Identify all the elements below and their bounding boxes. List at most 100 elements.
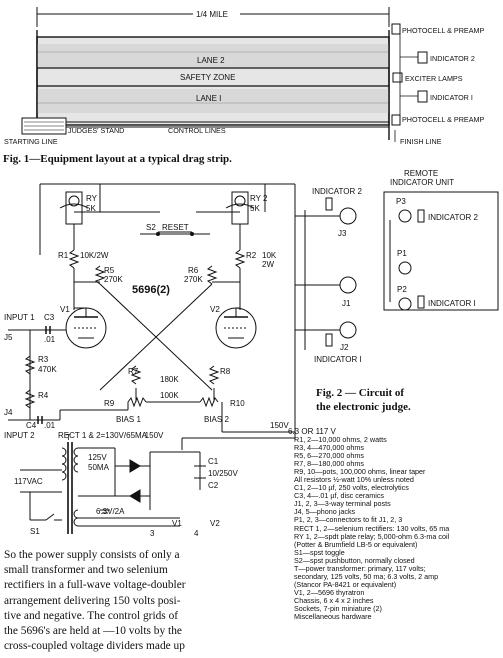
input-1-label: INPUT 1 — [4, 313, 35, 322]
pin-4-label: 4 — [194, 529, 199, 538]
judges-stand-label: JUDGES' STAND — [68, 126, 124, 135]
parts-list-item: R1, 2—10,000 ohms, 2 watts — [294, 436, 387, 444]
s2-label: S2 — [146, 223, 156, 232]
reset-label: RESET — [162, 223, 189, 232]
v1-label: V1 — [60, 305, 70, 314]
figure-2-caption-line-2: the electronic judge. — [316, 401, 411, 413]
parts-list-item: Miscellaneous hardware — [294, 613, 372, 622]
s1-label: S1 — [30, 527, 40, 536]
r8-label: R8 — [220, 367, 231, 376]
indicator-1-label: INDICATOR I — [430, 93, 473, 102]
parts-list-item: J4, 5—phono jacks — [294, 508, 356, 517]
exciter-lamps-label: EXCITER LAMPS — [405, 74, 463, 83]
parts-list-item: R7, 8—180,000 ohms — [294, 460, 364, 469]
heater-v2-label: V2 — [210, 519, 220, 528]
bias-1-label: BIAS 1 — [116, 415, 141, 424]
j4-label: J4 — [4, 408, 13, 417]
plus-150-label: 150V — [270, 421, 289, 430]
parts-list-item: All resistors ½-watt 10% unless noted — [294, 476, 414, 485]
relay-2-value: 5K — [250, 204, 260, 213]
c-value: 10/250V — [208, 469, 238, 478]
starting-line-label: STARTING LINE — [4, 137, 58, 146]
body-text-line: tive and negative. The control grids of — [4, 609, 179, 622]
relay-2-label: RY 2 — [250, 194, 268, 203]
r2-value: 10K — [262, 251, 277, 260]
parts-list-item: J1, 2, 3—3-way terminal posts — [294, 500, 391, 509]
parts-list-item: P1, 2, 3—connectors to fit J1, 2, 3 — [294, 516, 403, 525]
bias-2-label: BIAS 2 — [204, 415, 229, 424]
figure-1-caption: Fig. 1—Equipment layout at a typical dra… — [3, 153, 232, 165]
tube-type-label: 5696(2) — [132, 284, 170, 296]
lane-1-label: LANE I — [196, 94, 221, 103]
supply-label: 6.3 OR 117 V — [288, 427, 337, 436]
r1-label: R1 — [58, 251, 69, 260]
c1-label: C1 — [208, 457, 219, 466]
parts-list-item: secondary, 125 volts, 50 ma; 6.3 volts, … — [294, 572, 439, 581]
relay-1-label: RY I — [86, 194, 101, 203]
secondary-6v-label: 6.3V/2A — [96, 507, 125, 516]
r5-value: 270K — [104, 275, 123, 284]
remote-indicator-1-label: INDICATOR I — [428, 299, 476, 308]
j3-label: J3 — [338, 229, 347, 238]
p1-label: P1 — [397, 249, 407, 258]
input-2-label: INPUT 2 — [4, 431, 35, 440]
r1-value: 10K/2W — [80, 251, 109, 260]
photocell-bottom-label: PHOTOCELL & PREAMP — [402, 115, 484, 124]
ac-label: 117VAC — [14, 477, 43, 486]
p2-label: P2 — [397, 285, 407, 294]
parts-list-item: Sockets, 7-pin miniature (2) — [294, 604, 382, 613]
control-lines-label: CONTROL LINES — [168, 126, 226, 135]
secondary-125v-label: 125V — [88, 453, 107, 462]
body-text-line: arrangement delivering 150 volts posi- — [4, 594, 181, 607]
c4-value: .01 — [44, 421, 56, 430]
parts-list-item: C3, 4—.01 µf, disc ceramics — [294, 492, 385, 501]
j5-label: J5 — [4, 333, 13, 342]
r6-value: 270K — [184, 275, 203, 284]
photocell-top-label: PHOTOCELL & PREAMP — [402, 26, 484, 35]
c3-value: .01 — [44, 335, 56, 344]
body-text-line: cross-coupled voltage dividers made up — [4, 640, 185, 653]
parts-list-item: C1, 2—10 µf, 250 volts, electrolytics — [294, 484, 409, 493]
body-text-line: the 5696's are held at —10 volts by the — [4, 625, 182, 638]
parts-list-item: S2—spst pushbutton, normally closed — [294, 556, 415, 565]
j1-label: J1 — [342, 299, 351, 308]
indicator-1-label: INDICATOR I — [314, 355, 362, 364]
body-text-line: rectifiers in a full-wave voltage-double… — [4, 579, 186, 592]
r3-value: 470K — [38, 365, 57, 374]
figure-1-layout: 1/4 MILE LANE 2 SAFETY ZONE LANE I PHOTO… — [3, 7, 484, 165]
r6-label: R6 — [188, 266, 199, 275]
figure-2-schematic: RY I 5K RY 2 5K S2 RESET R1 10K/2W R2 10… — [4, 170, 499, 440]
c4-label: C4 — [26, 421, 37, 430]
parts-list-item: T—power transformer: primary, 117 volts; — [294, 564, 426, 573]
remote-title-1: REMOTE — [404, 170, 438, 178]
parts-list-item: R5, 6—270,000 ohms — [294, 452, 364, 461]
j2-label: J2 — [340, 343, 349, 352]
relay-1-value: 5K — [86, 204, 96, 213]
parts-list-item: (Stancor PA-8421 or equivalent) — [294, 580, 397, 589]
r9-label: R9 — [104, 399, 115, 408]
power-supply-schematic: RECT 1 & 2=130V/65MA T 125V 50MA 6.3V/2A… — [14, 431, 295, 538]
figure-2-caption-line-1: Fig. 2 — Circuit of — [316, 387, 404, 399]
r3-label: R3 — [38, 355, 49, 364]
r9-r10-value: 100K — [160, 391, 179, 400]
v2-label: V2 — [210, 305, 220, 314]
distance-label: 1/4 MILE — [196, 10, 228, 19]
body-text-line: So the power supply consists of only a — [4, 549, 180, 561]
r7-label: R7 — [128, 367, 139, 376]
parts-list-item: R9, 10—pots, 100,000 ohms, linear taper — [294, 468, 426, 477]
transformer-label: T — [66, 433, 71, 442]
pin-3-label: 3 — [150, 529, 155, 538]
r4-label: R4 — [38, 391, 49, 400]
lane-2-label: LANE 2 — [197, 56, 225, 65]
p3-label: P3 — [396, 197, 406, 206]
parts-list-item: R3, 4—470,000 ohms — [294, 444, 364, 453]
r5-label: R5 — [104, 266, 115, 275]
r2-watt: 2W — [262, 260, 274, 269]
parts-list-item: S1—spst toggle — [294, 548, 345, 557]
r7-r8-value: 180K — [160, 375, 179, 384]
parts-list-item: RY 1, 2—spdt plate relay; 5,000-ohm 6.3-… — [294, 532, 450, 541]
parts-list-item: (Potter & Brumfield LB-5 or equivalent) — [294, 540, 418, 549]
c3-label: C3 — [44, 313, 55, 322]
